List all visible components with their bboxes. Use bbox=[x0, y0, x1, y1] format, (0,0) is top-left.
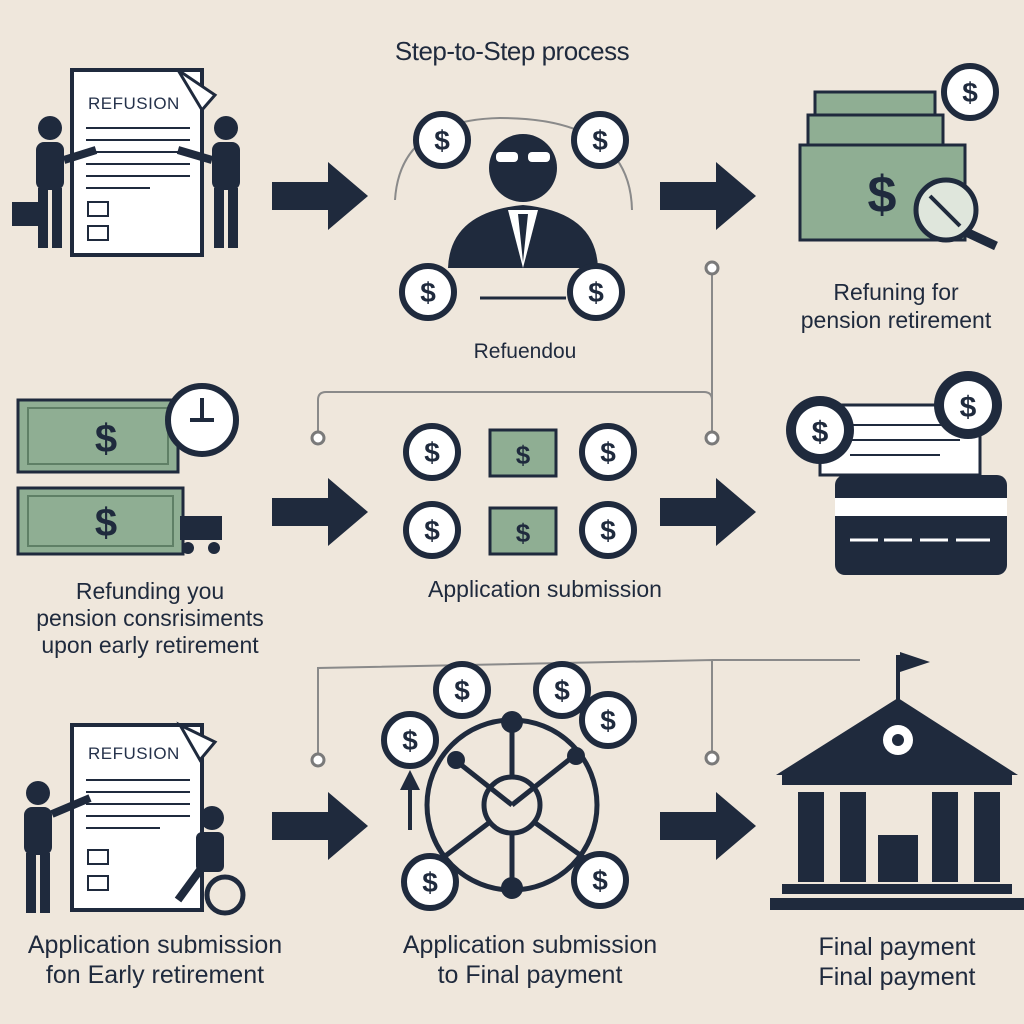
coin-icon bbox=[574, 854, 626, 906]
credit-card-gear-icon: $ $ bbox=[786, 371, 1007, 575]
svg-text:$: $ bbox=[960, 391, 977, 424]
document-handshake-icon bbox=[12, 68, 240, 257]
coin-icon bbox=[582, 504, 634, 556]
svg-text:$: $ bbox=[812, 416, 829, 449]
coin-icon bbox=[944, 66, 996, 118]
coin-icon bbox=[574, 114, 626, 166]
coin-icon bbox=[406, 504, 458, 556]
svg-text:$: $ bbox=[516, 518, 531, 548]
document-heading: REFUSION bbox=[88, 744, 180, 763]
svg-text:$: $ bbox=[95, 417, 117, 461]
document-heading: REFUSION bbox=[88, 94, 180, 113]
coin-icon bbox=[582, 426, 634, 478]
banknote-icon: $ $ bbox=[488, 428, 558, 556]
coin-icon bbox=[402, 266, 454, 318]
svg-text:$: $ bbox=[868, 166, 897, 224]
arrow-right-icon bbox=[272, 792, 368, 860]
coin-icon bbox=[570, 266, 622, 318]
arrow-right-icon bbox=[272, 478, 368, 546]
businessman-icon bbox=[448, 134, 598, 300]
money-clock-icon: $ $ bbox=[16, 383, 239, 556]
coin-icon bbox=[536, 664, 588, 716]
step-label-right-top: Refuning for pension retirement bbox=[800, 279, 992, 333]
coin-icon bbox=[384, 714, 436, 766]
coin-icon bbox=[404, 856, 456, 908]
coin-icon bbox=[416, 114, 468, 166]
step-label-center-bottom: Application submission to Final payment bbox=[402, 931, 658, 989]
coin-icon bbox=[406, 426, 458, 478]
banknotes-magnifier-icon: $ bbox=[798, 90, 998, 251]
arrow-right-icon bbox=[660, 162, 756, 230]
step-label-left-middle: Refunding you pension consrisiments upon… bbox=[36, 578, 264, 658]
svg-text:$: $ bbox=[516, 440, 531, 470]
arrow-right-icon bbox=[272, 162, 368, 230]
connector-lines bbox=[317, 116, 860, 760]
arrow-right-icon bbox=[660, 478, 756, 546]
step-label-left-bottom: Application submission fon Early retirem… bbox=[27, 931, 283, 989]
document-consultation-icon bbox=[24, 721, 246, 916]
connector-dots bbox=[310, 260, 720, 768]
diagram-title: Step-to-Step process bbox=[394, 36, 630, 66]
coin-icon bbox=[582, 694, 634, 746]
arrow-right-icon bbox=[660, 792, 756, 860]
bank-building-icon bbox=[770, 652, 1024, 910]
payment-network-icon bbox=[400, 711, 600, 899]
step-label-center-middle: Application submission bbox=[428, 576, 662, 602]
coin-icon bbox=[436, 664, 488, 716]
svg-text:$: $ bbox=[95, 501, 117, 545]
step-label-right-bottom: Final payment Final payment bbox=[818, 933, 976, 991]
step-label-center-top: Refuendou bbox=[473, 340, 577, 363]
